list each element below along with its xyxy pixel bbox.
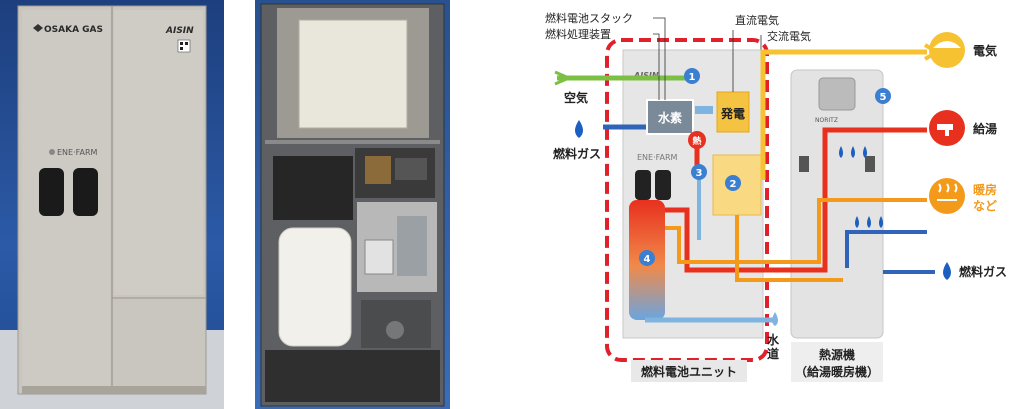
- brand-left: OSAKA GAS: [44, 25, 103, 35]
- step-3-marker: [691, 164, 707, 180]
- lightbulb-icon: [929, 32, 965, 68]
- hot-water-tank: [278, 227, 352, 347]
- heating-label-1: 暖房: [973, 182, 997, 197]
- heat-source-brand: NORITZ: [815, 117, 838, 124]
- vent-left: [39, 168, 64, 216]
- heating-label-2: など: [973, 199, 997, 213]
- step-1-marker: [684, 68, 700, 84]
- fan-unit: [273, 156, 353, 220]
- air-label: 空気: [564, 90, 588, 105]
- burner-flames-bottom: [855, 216, 883, 228]
- hot-water-label: 給湯: [973, 121, 997, 136]
- step-1-number: 1: [689, 72, 696, 83]
- electricity-label: 電気: [973, 43, 997, 58]
- ac-power-line: [760, 49, 927, 180]
- osaka-gas-logo-icon: [33, 24, 43, 32]
- hot-water-line: [665, 207, 828, 273]
- fuel-cell-exterior-photo: OSAKA GAS AISIN ENE·FARM: [0, 0, 224, 409]
- brand-right: AISIN: [165, 26, 194, 36]
- processor-label: 燃料処理装置: [545, 27, 611, 41]
- power-gen-box: [716, 91, 750, 133]
- heating-line: [665, 198, 927, 264]
- ene-farm-logo-icon: [49, 149, 55, 155]
- product-name: ENE·FARM: [57, 148, 98, 157]
- unit-product: ENE·FARM: [637, 153, 678, 162]
- fuel-gas-label-left: 燃料ガス: [553, 146, 601, 161]
- heat-source-label-box: [791, 342, 883, 382]
- unit-label: 燃料電池ユニット: [641, 364, 737, 379]
- unit-vent-left: [635, 170, 651, 200]
- step-3-number: 3: [696, 168, 703, 179]
- heat-source-label-2: （給湯暖房機）: [795, 364, 879, 379]
- gas-flame-icon-right: [943, 262, 951, 280]
- burner-flames-top: [839, 146, 867, 158]
- system-diagram: AISIN ENE·FARM 燃料電池ユニット NORITZ 熱源機 （給湯暖房…: [527, 0, 1017, 409]
- power-gen-label: 発電: [720, 106, 745, 121]
- gas-flame-icon-left: [575, 120, 583, 138]
- qr-code-icon: [177, 39, 191, 53]
- step-5-marker: [875, 88, 891, 104]
- step-5-number: 5: [880, 92, 887, 103]
- heat-source-label-1: 熱源機: [819, 347, 855, 362]
- heat-label: 熱: [692, 135, 701, 147]
- water-label-2: 道: [767, 346, 779, 361]
- fuel-cell-interior-photo: [255, 0, 450, 409]
- fuel-cell-stack-module: [298, 19, 408, 129]
- hydrogen-label: 水素: [658, 110, 682, 125]
- floor-heating-icon: [929, 178, 965, 214]
- vent-right: [73, 168, 98, 216]
- water-label-1: 水: [767, 332, 780, 347]
- dc-label: 直流電気: [735, 13, 779, 27]
- unit-vent-right: [655, 170, 671, 200]
- step-2-marker: [725, 175, 741, 191]
- step-4-number: 4: [644, 254, 651, 265]
- ac-label: 交流電気: [767, 29, 811, 43]
- fuel-gas-label-right: 燃料ガス: [959, 264, 1007, 279]
- stack-label: 燃料電池スタック: [545, 11, 633, 25]
- unit-label-box: [631, 360, 747, 382]
- fuel-gas-line-right: [845, 230, 927, 268]
- heat-marker: [688, 131, 706, 149]
- step-2-number: 2: [730, 179, 737, 190]
- hydrogen-box: [646, 99, 694, 135]
- step-4-marker: [639, 250, 655, 266]
- water-drop-icon: [772, 312, 778, 326]
